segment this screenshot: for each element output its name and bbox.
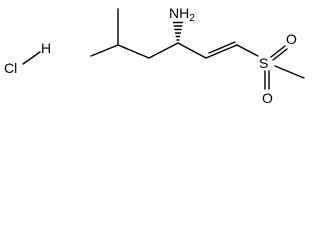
vinyl-sulfur-bond — [236, 44, 259, 57]
methyl-bond-left — [90, 44, 119, 57]
isobutyl-chain — [90, 8, 179, 59]
chlorine-label: Cl — [4, 60, 17, 76]
double-bond-outer — [205, 44, 238, 59]
chemical-structure: Cl H NH2 S O — [4, 5, 305, 106]
ch2-stereocenter-bond — [148, 42, 179, 59]
methylsulfonyl-group: S O O — [259, 31, 305, 106]
amine-label: NH2 — [169, 5, 195, 24]
sulfur-label: S — [259, 55, 268, 71]
hydrochloride-group: Cl H — [4, 40, 51, 76]
vinyl-double-bond — [205, 41, 259, 59]
stereocenter-vinyl-bond — [177, 42, 207, 59]
oxygen-top-label: O — [286, 31, 297, 47]
oxygen-bottom-label: O — [262, 90, 273, 106]
s-o-top-bond-a — [270, 45, 286, 58]
isopropyl-ch2-bond — [117, 44, 150, 59]
s-o-top-bond-b — [272, 48, 288, 61]
stereocenter: NH2 — [169, 5, 207, 59]
h-cl-bond — [22, 51, 41, 65]
double-bond-inner — [208, 41, 236, 54]
hydrogen-label: H — [41, 40, 51, 56]
s-methyl-bond — [274, 65, 305, 79]
hashed-wedge-bond — [172, 21, 184, 41]
